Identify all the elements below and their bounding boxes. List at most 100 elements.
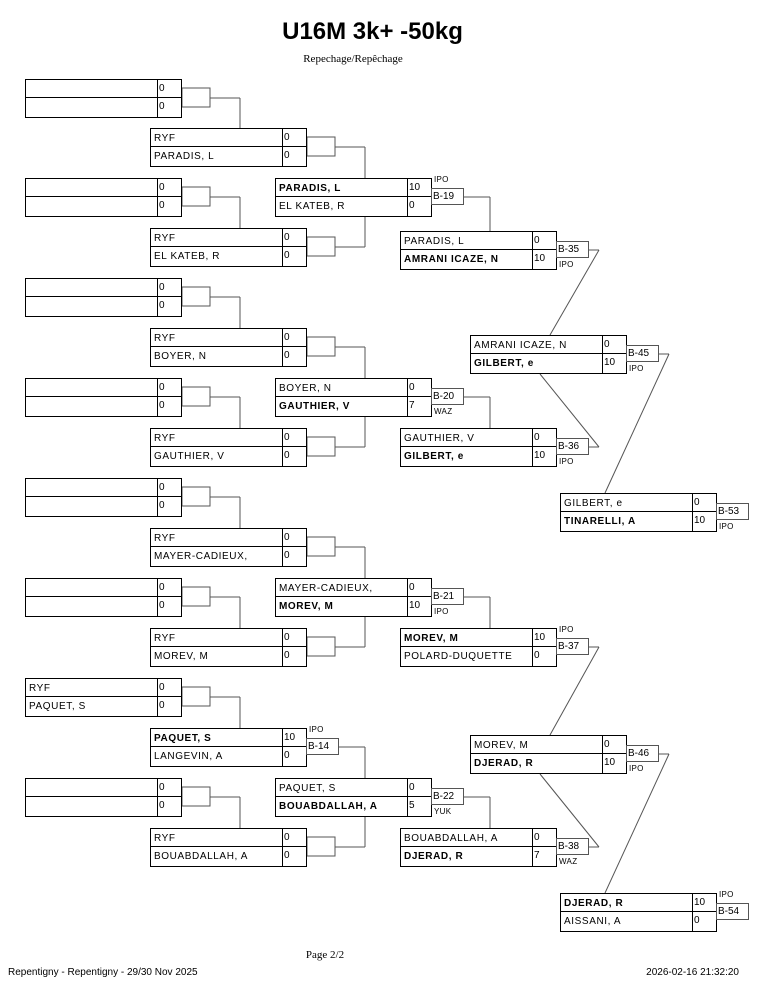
- competitor-row[interactable]: 0: [25, 197, 182, 217]
- competitor-score: 0: [157, 297, 182, 316]
- competitor-name: RYF: [154, 133, 176, 144]
- competitor-row[interactable]: 0: [25, 478, 182, 497]
- competitor-score: 0: [157, 397, 182, 416]
- competitor-name: PARADIS, L: [404, 236, 465, 247]
- connector-line: [549, 249, 600, 336]
- competitor-row[interactable]: MAYER-CADIEUX,0: [150, 547, 307, 567]
- competitor-row[interactable]: RYF 0: [150, 328, 307, 347]
- connector-line: [539, 373, 600, 448]
- win-type-tag: IPO: [719, 522, 734, 531]
- competitor-name: RYF: [154, 333, 176, 344]
- competitor-row[interactable]: 0: [25, 778, 182, 797]
- competitor-score: 7: [532, 847, 557, 866]
- competitor-score: 0: [282, 629, 307, 646]
- competitor-score: 0: [282, 529, 307, 546]
- competitor-row[interactable]: 0: [25, 178, 182, 197]
- competitor-row[interactable]: 0: [25, 397, 182, 417]
- competitor-name: MOREV, M: [279, 601, 334, 612]
- competitor-row[interactable]: 0: [25, 98, 182, 118]
- competitor-score: 0: [407, 579, 432, 596]
- competitor-score: 7: [407, 397, 432, 416]
- competitor-row[interactable]: 0: [25, 297, 182, 317]
- competitor-score: 0: [157, 579, 182, 596]
- competitor-score: 0: [157, 679, 182, 696]
- competitor-name: TINARELLI, A: [564, 516, 636, 527]
- print-timestamp: 2026-02-16 21:32:20: [646, 967, 739, 978]
- competitor-name: BOYER, N: [154, 351, 207, 362]
- win-type-tag: WAZ: [434, 407, 453, 416]
- competitor-row[interactable]: 0: [25, 278, 182, 297]
- competitor-row[interactable]: PARADIS, L 0: [150, 147, 307, 167]
- match-connector-box: [306, 636, 336, 657]
- match-connector-box: [181, 87, 211, 108]
- competitor-row[interactable]: 0: [25, 497, 182, 517]
- competitor-row[interactable]: 0: [25, 597, 182, 617]
- win-type-tag: IPO: [559, 457, 574, 466]
- bout-number-label: B-21: [431, 588, 464, 605]
- competitor-name: MOREV, M: [404, 633, 459, 644]
- competitor-name: BOYER, N: [279, 383, 332, 394]
- connector-line: [604, 353, 670, 494]
- competitor-row[interactable]: 0: [25, 378, 182, 397]
- competitor-name: BOUABDALLAH, A: [279, 801, 378, 812]
- competitor-score: 0: [157, 80, 182, 97]
- competitor-name: MAYER-CADIEUX,: [279, 583, 373, 594]
- competitor-row[interactable]: 0: [25, 79, 182, 98]
- match-connector-box: [181, 486, 211, 507]
- competitor-score: 0: [282, 147, 307, 166]
- competitor-row[interactable]: 0: [25, 797, 182, 817]
- competitor-name: GILBERT, e: [404, 451, 464, 462]
- competitor-name: PARADIS, L: [154, 151, 215, 162]
- competitor-row[interactable]: 0: [25, 578, 182, 597]
- competitor-score: 0: [282, 329, 307, 346]
- competitor-row[interactable]: MAYER-CADIEUX, 0: [275, 578, 432, 597]
- competitor-name: MOREV, M: [474, 740, 529, 751]
- competitor-name: PAQUET, S: [29, 701, 86, 712]
- competitor-name: GILBERT, e: [564, 498, 623, 509]
- competitor-score: 10: [407, 179, 432, 196]
- competitor-score: 0: [532, 829, 557, 846]
